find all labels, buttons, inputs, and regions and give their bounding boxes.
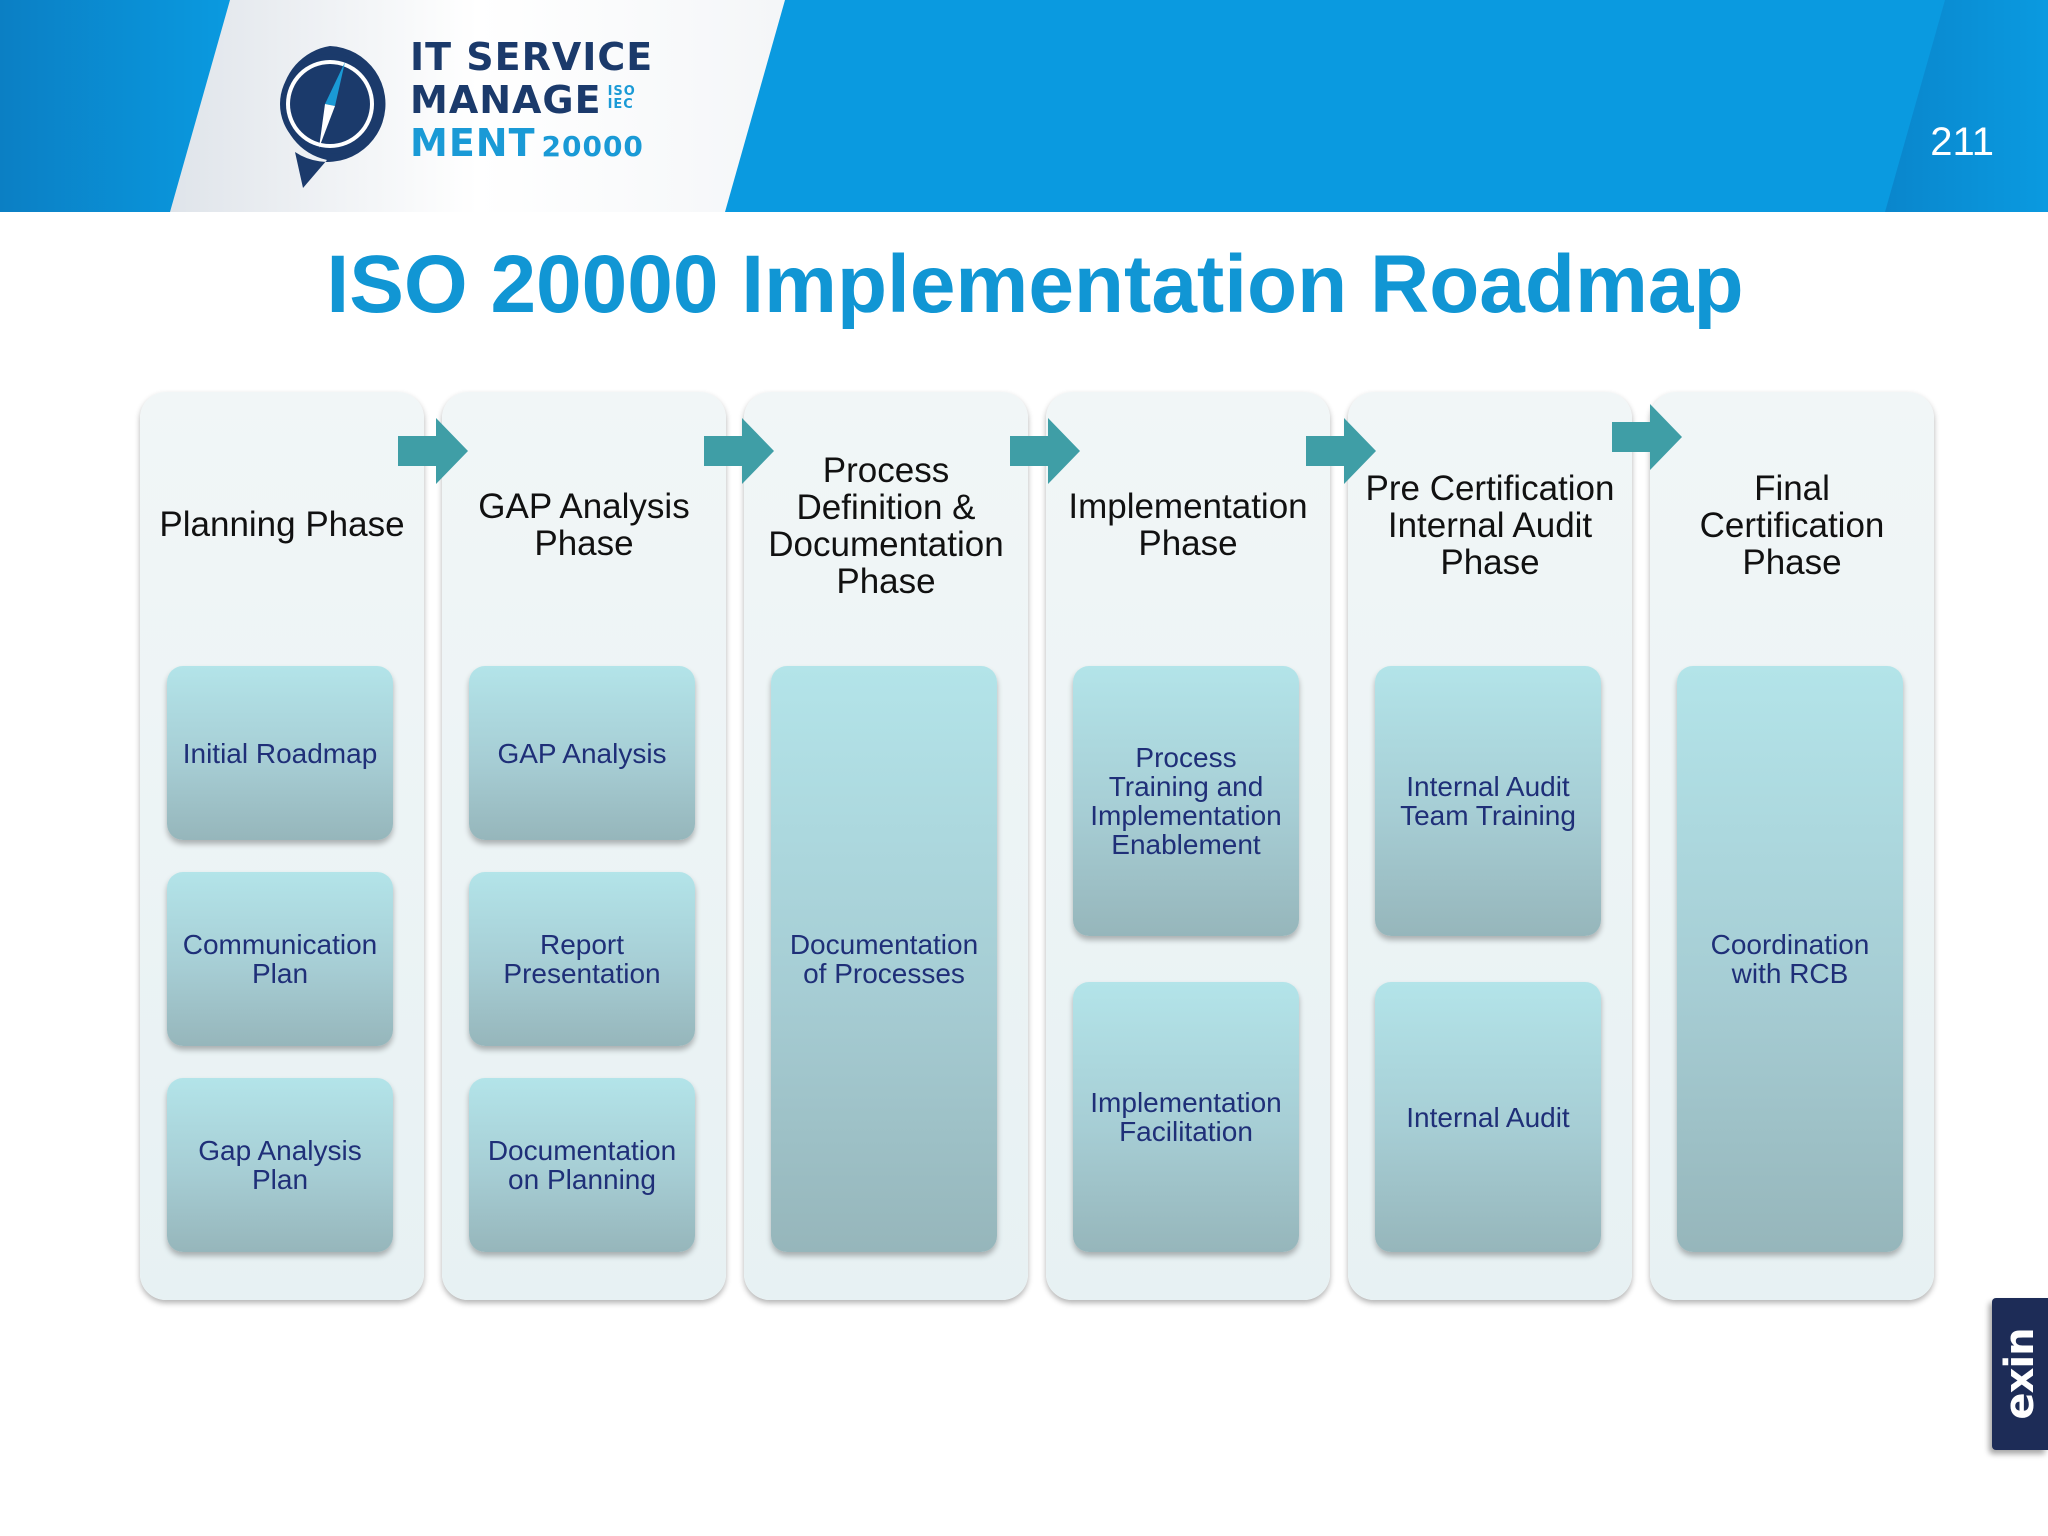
exin-logo-text: exin [1997,1328,2043,1420]
phase-item: GAP Analysis [469,666,695,840]
phase-item-label: Report Presentation [503,929,661,989]
phase-column-gap-analysis: GAP Analysis Phase GAP Analysis Report P… [442,392,726,1300]
exin-logo: exin [1992,1298,2048,1450]
phase-title: Implementation Phase [1068,487,1308,563]
phase-title: Final Certification Phase [1699,469,1885,582]
logo-iec: IEC [607,97,634,112]
phase-title: Process Definition & Documentation Phase [768,451,1004,601]
phase-item: Documentation on Planning [469,1078,695,1252]
phase-item: Internal Audit [1375,982,1601,1252]
phase-column-implementation: Implementation Phase Process Training an… [1046,392,1330,1300]
phase-item: Initial Roadmap [167,666,393,840]
phase-item: Implementation Facilitation [1073,982,1299,1252]
page-title: ISO 20000 Implementation Roadmap [326,239,1744,330]
phase-item: Process Training and Implementation Enab… [1073,666,1299,936]
phase-item-label: Implementation Facilitation [1090,1087,1282,1147]
arrow-right-icon [1612,404,1682,470]
phase-item: Communication Plan [167,872,393,1046]
arrow-right-icon [1010,418,1080,484]
page-number: 211 [1930,120,1994,164]
phase-item: Documentation of Processes [771,666,997,1252]
phase-column-pre-certification: Pre Certification Internal Audit Phase I… [1348,392,1632,1300]
logo-iso: ISO [607,84,636,99]
phase-item: Coordination with RCB [1677,666,1903,1252]
phase-item: Gap Analysis Plan [167,1078,393,1252]
arrow-right-icon [1306,418,1376,484]
arrow-right-icon [704,418,774,484]
phase-item-label: Documentation on Planning [487,1135,677,1195]
logo-line-2: MANAGE [410,78,602,122]
phase-item-label: Internal Audit Team Training [1400,771,1576,831]
logo-line-1: IT SERVICE [410,35,654,79]
phase-item-label: Process Training and Implementation Enab… [1090,742,1282,860]
phase-item: Report Presentation [469,872,695,1046]
phase-title: Planning Phase [159,505,405,544]
phase-column-planning: Planning Phase Initial Roadmap Communica… [140,392,424,1300]
phase-title: Pre Certification Internal Audit Phase [1365,469,1615,582]
compass-icon [280,46,386,188]
phase-item-label: Initial Roadmap [182,737,378,769]
logo-number: 20000 [541,130,644,163]
phase-column-process-definition: Process Definition & Documentation Phase… [744,392,1028,1300]
phase-item: Internal Audit Team Training [1375,666,1601,936]
phase-item-label: GAP Analysis [497,737,667,769]
phase-item-label: Coordination with RCB [1710,929,1870,989]
phase-title: GAP Analysis Phase [478,487,690,563]
logo-line-3: MENT [410,121,536,165]
phase-item-label: Gap Analysis Plan [198,1135,362,1195]
phase-item-label: Communication Plan [182,929,378,989]
arrow-right-icon [398,418,468,484]
phase-column-final-certification: Final Certification Phase Coordination w… [1650,392,1934,1300]
phase-item-label: Internal Audit [1406,1101,1570,1133]
phase-item-label: Documentation of Processes [789,929,979,989]
